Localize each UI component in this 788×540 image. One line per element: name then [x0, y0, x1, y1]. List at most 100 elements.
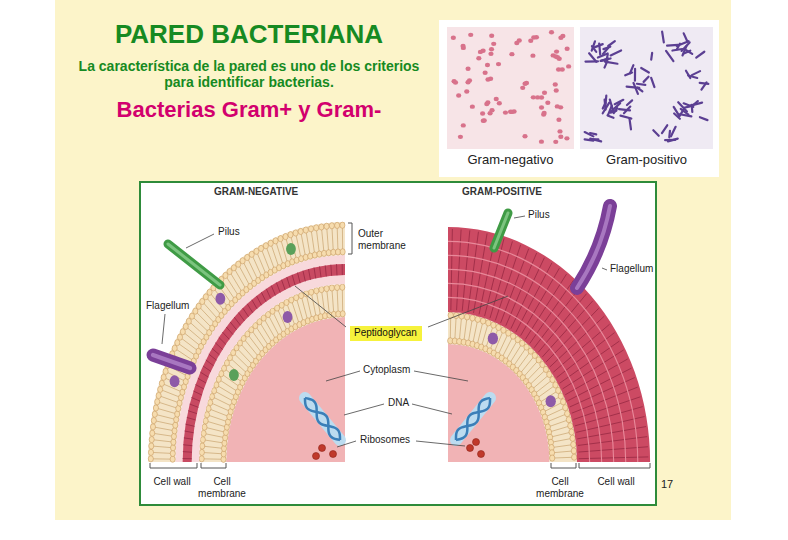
lipid-tail — [206, 427, 224, 432]
lipid-tail — [464, 319, 467, 341]
coccus-cell — [555, 55, 560, 59]
lipid-tail — [181, 338, 197, 350]
coccus-cell — [488, 52, 493, 56]
dna-strand — [456, 398, 490, 440]
lipid-tail — [156, 415, 174, 420]
lipid-tail — [256, 327, 268, 345]
peptidoglycan-strand-line — [247, 304, 252, 313]
bacillus-cell — [684, 106, 690, 107]
lipid-head — [150, 430, 155, 436]
peptidoglycan-strand-line — [266, 289, 270, 299]
lipid-tail — [153, 440, 172, 442]
coccus-cell — [482, 118, 487, 122]
panel-heading: GRAM-POSITIVE — [462, 186, 542, 198]
lipid-tail — [551, 426, 569, 431]
coccus-cell — [481, 119, 486, 123]
pilus-shine — [168, 244, 220, 285]
coccus-cell — [458, 135, 463, 139]
lipid-head — [210, 394, 215, 400]
lipid-tail — [187, 327, 202, 340]
pilus — [494, 213, 508, 248]
lipid-head — [283, 233, 288, 239]
part-label: Cell membrane — [195, 476, 249, 499]
coccus-cell — [451, 36, 456, 40]
lipid-tail — [226, 277, 238, 295]
lipid-tail — [521, 357, 534, 373]
part-label: Cell wall — [591, 476, 641, 488]
part-label: Outer membrane — [358, 228, 418, 251]
lipid-tail — [316, 230, 319, 253]
part-label: Cytoplasm — [363, 364, 410, 376]
dna-backbone — [305, 398, 340, 440]
coccus-cell — [542, 91, 547, 95]
lipid-head — [148, 449, 153, 455]
bacillus-cell — [650, 53, 653, 60]
lipid-tail — [281, 240, 287, 262]
lipid-tail — [238, 349, 252, 364]
part-label: Pilus — [218, 226, 240, 238]
bacillus-cell — [679, 109, 683, 116]
lipid-tail — [527, 366, 541, 381]
bacillus-cell — [651, 78, 654, 87]
ribosome — [319, 445, 326, 452]
coccus-cell — [485, 63, 490, 67]
peptidoglycan-strand-line — [188, 411, 197, 414]
lipid-head — [470, 315, 475, 321]
part-label: Flagellum — [146, 300, 189, 312]
membrane-protein — [283, 311, 293, 323]
lipid-head — [491, 322, 496, 328]
gram-positive-cell — [448, 227, 651, 462]
lipid-head — [475, 316, 480, 322]
lipid-tail — [260, 323, 271, 341]
coccus-cell — [503, 110, 508, 114]
lipid-tail — [322, 291, 325, 314]
lipid-head — [150, 424, 155, 430]
lipid-head — [203, 418, 208, 424]
lipid-tails — [203, 289, 343, 459]
lipid-tail — [530, 371, 545, 385]
coccus-cell — [554, 49, 559, 53]
lipid-head — [322, 250, 327, 256]
bacillus-cell — [603, 103, 610, 114]
leader-line — [514, 216, 525, 218]
flagellum-body — [577, 206, 610, 288]
lipid-tail — [514, 348, 526, 365]
lipid-tail — [297, 299, 303, 321]
lipid-head — [175, 340, 180, 346]
micrograph-background — [447, 27, 574, 149]
lipid-tail — [265, 320, 276, 339]
lipid-head — [324, 223, 329, 229]
peptidoglycan-strand-line — [276, 283, 280, 293]
lipid-heads — [148, 222, 345, 462]
bacillus-cell — [666, 51, 673, 61]
peptidoglycan-layer — [183, 264, 345, 462]
lipid-tail — [243, 262, 253, 282]
lipid-tail — [154, 433, 173, 436]
bracket — [579, 463, 650, 468]
lipid-head — [249, 251, 254, 257]
part-label: Cell membrane — [533, 476, 587, 499]
dna-backbone — [456, 398, 490, 440]
leader-line — [295, 286, 346, 327]
lipid-head — [319, 286, 324, 292]
lipid-tail — [245, 340, 258, 356]
bacillus-cell — [627, 100, 632, 105]
lipid-tail — [241, 344, 255, 360]
lipid-tail — [204, 440, 223, 443]
flagellum-shine — [153, 355, 190, 368]
lipid-head — [270, 308, 275, 314]
lipid-tail — [311, 231, 314, 254]
lipid-tail — [208, 415, 226, 421]
lipid-head — [298, 228, 303, 234]
coccus-cell — [539, 139, 544, 143]
lipid-head — [152, 411, 157, 417]
lipid-tail — [207, 421, 225, 426]
flagellum — [577, 206, 610, 288]
lipid-head — [480, 318, 485, 324]
lipid-tail — [506, 341, 516, 359]
peptidoglycan-strand-line — [230, 322, 236, 330]
peptidoglycan-strand-line — [183, 451, 192, 453]
lipid-tail — [276, 243, 283, 264]
lipid-head — [201, 430, 206, 436]
